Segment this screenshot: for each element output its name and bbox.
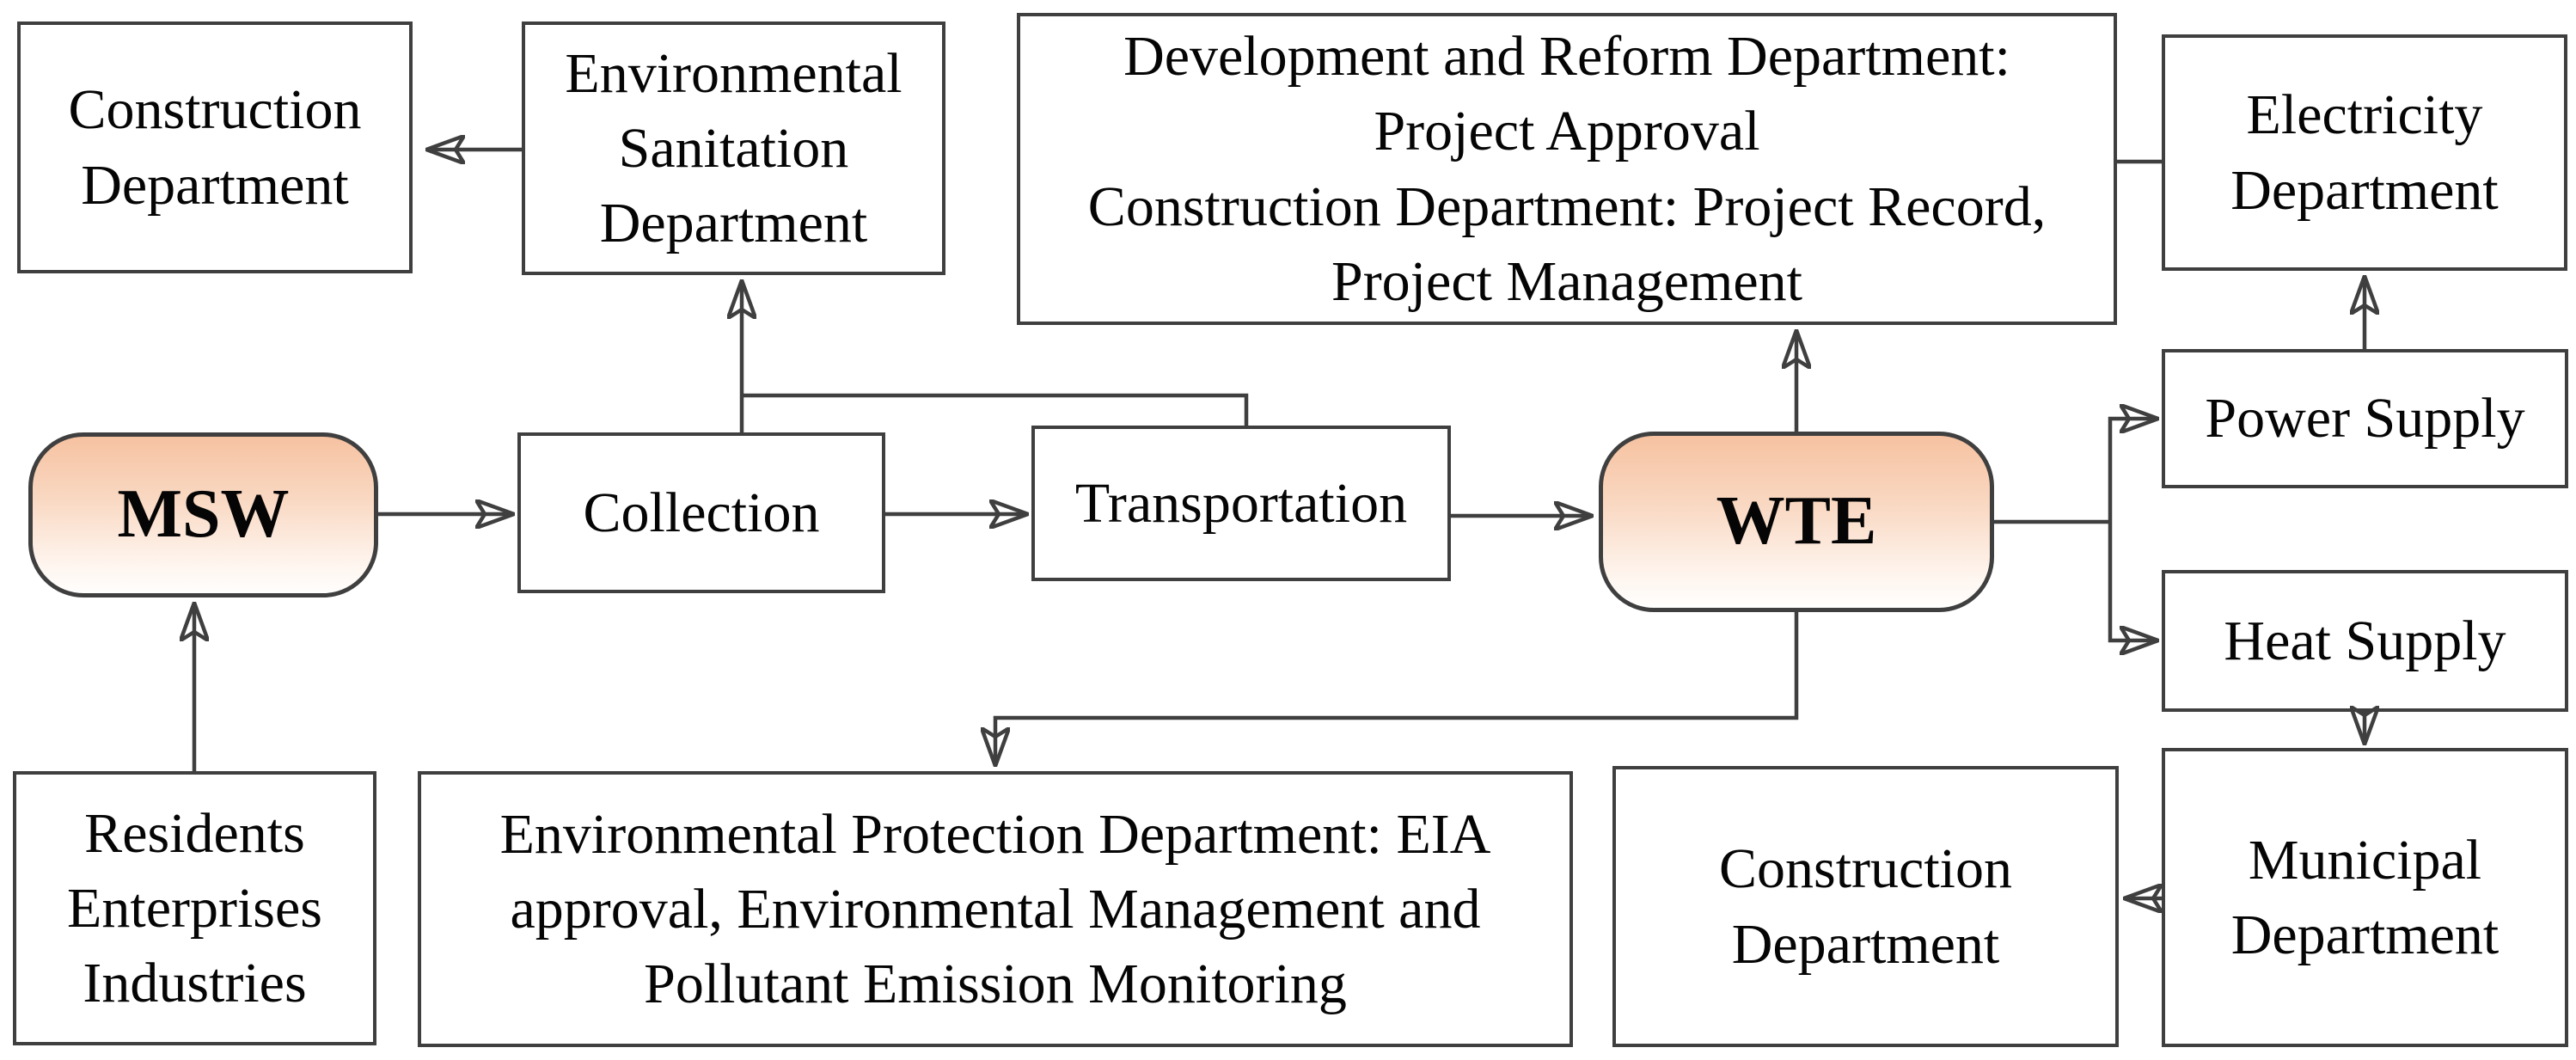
node-transportation: Transportation: [1031, 426, 1451, 581]
node-label: Development and Reform Department: Proje…: [1087, 25, 2047, 313]
node-environmental-protection-department: Environmental Protection Department: EIA…: [418, 771, 1573, 1047]
node-heat-supply: Heat Supply: [2162, 570, 2568, 712]
node-label: Residents Enterprises Industries: [67, 801, 322, 1015]
node-development-and-reform-department: Development and Reform Department: Proje…: [1017, 13, 2117, 325]
node-label: Construction Department: [1719, 837, 2012, 976]
node-municipal-department: Municipal Department: [2162, 748, 2568, 1047]
node-construction-department-top: Construction Department: [17, 21, 413, 273]
node-label: MSW: [117, 476, 290, 553]
node-power-supply: Power Supply: [2162, 349, 2568, 488]
node-construction-department-bottom: Construction Department: [1612, 766, 2119, 1047]
node-label: Power Supply: [2205, 387, 2525, 450]
node-label: Collection: [583, 481, 820, 544]
edge-wte-to-power-supply: [2108, 419, 2158, 522]
node-label: Environmental Sanitation Department: [565, 41, 903, 255]
node-environmental-sanitation-department: Environmental Sanitation Department: [522, 21, 945, 275]
node-label: Electricity Department: [2230, 83, 2499, 222]
node-residents-enterprises-industries: Residents Enterprises Industries: [13, 771, 376, 1045]
node-electricity-department: Electricity Department: [2162, 34, 2567, 271]
node-wte: WTE: [1599, 432, 1994, 612]
node-label: Municipal Department: [2230, 828, 2500, 966]
node-label: Transportation: [1074, 471, 1408, 535]
node-collection: Collection: [517, 432, 885, 593]
node-label: WTE: [1716, 483, 1877, 560]
edge-transportation-to-envsan-branch: [742, 393, 1249, 426]
node-label: Construction Department: [68, 78, 362, 217]
node-label: Environmental Protection Department: EIA…: [499, 802, 1491, 1016]
node-label: Heat Supply: [2224, 609, 2506, 672]
node-msw: MSW: [28, 432, 378, 597]
edge-wte-to-heat-supply: [2108, 522, 2158, 640]
edge-wte-to-epd: [995, 612, 1799, 766]
